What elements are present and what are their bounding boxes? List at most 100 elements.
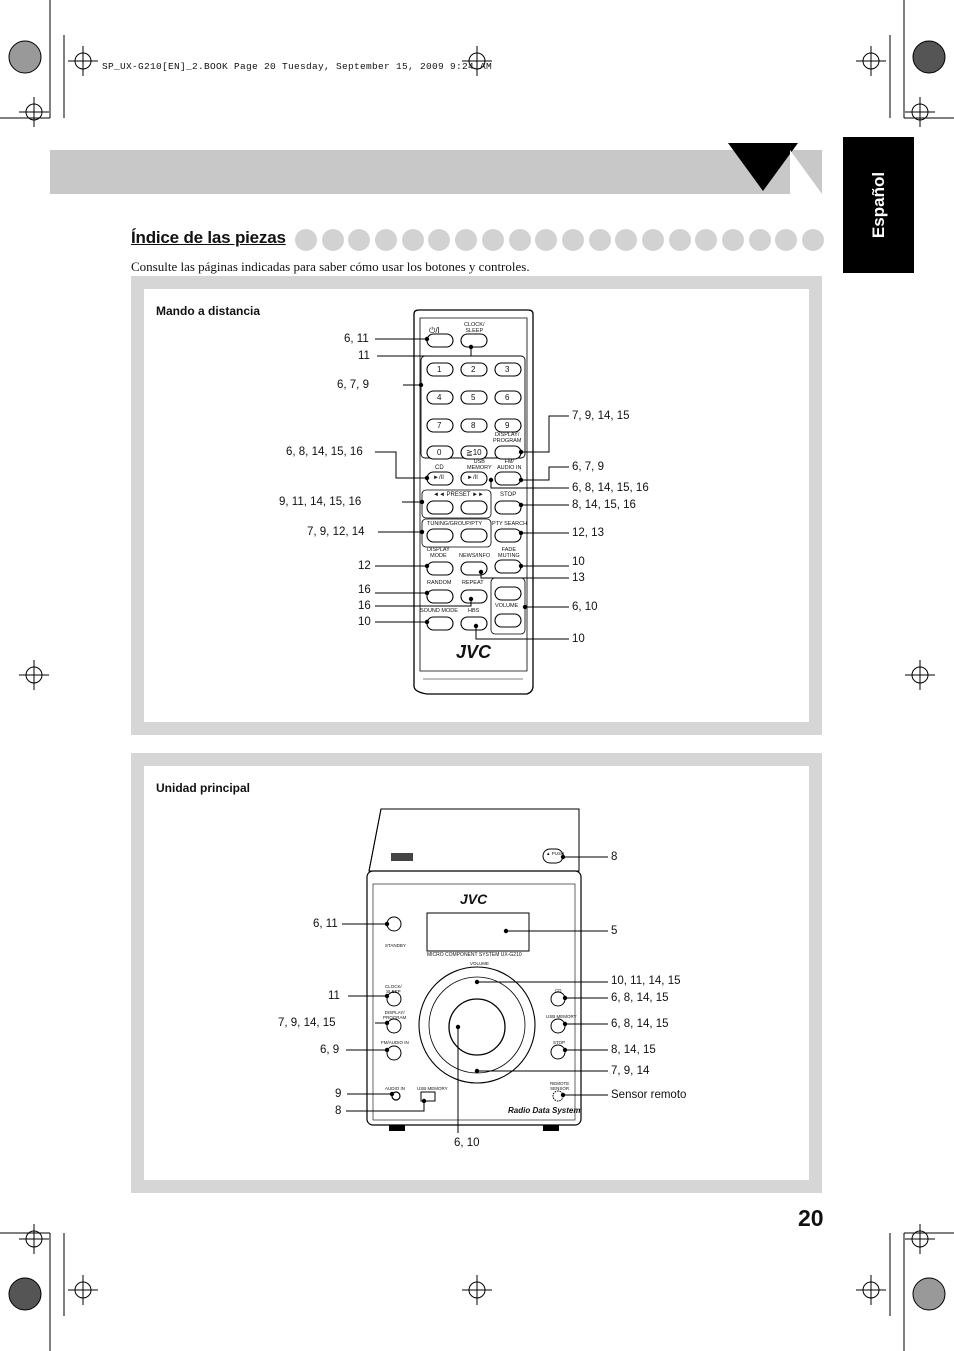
remote-digit-5[interactable]: 5 [471,393,476,402]
remote-pty-search-label: PTY SEARCH [492,521,528,527]
callout-r5: 12, 13 [572,527,604,539]
remote-digit-10plus[interactable]: ≧10 [466,448,482,457]
unit-callout-l4: 6, 9 [320,1044,340,1056]
callout-l5: 9, 11, 14, 15, 16 [279,496,362,508]
callout-l4: 6, 8, 14, 15, 16 [286,446,363,458]
callout-l1: 6, 11 [344,333,369,345]
callout-l7: 12 [358,560,371,572]
callout-l8: 16 [358,584,371,596]
main-unit-diagram [342,808,608,1133]
unit-fm-label: FM/AUDIO IN [381,1040,409,1045]
unit-callout-r7: 7, 9, 14 [611,1065,650,1077]
unit-callout-r6: 8, 14, 15 [611,1044,656,1056]
main-unit-panel-title: Unidad principal [156,781,251,795]
callout-r8: 6, 10 [572,601,598,613]
unit-eject-label: ▲ PUSH [546,851,565,856]
remote-callouts: 6, 11 11 6, 7, 9 6, 8, 14, 15, 16 9, 11,… [131,276,822,735]
callout-l10: 10 [358,616,371,628]
unit-usb-btn-label: USB MEMORY [546,1014,577,1019]
remote-display-program-2: PROGRAM [493,438,522,444]
remote-usb-label-2: MEMORY [467,465,492,471]
unit-usb-memory-label: USB MEMORY [417,1086,448,1091]
unit-callout-l5: 9 [335,1088,342,1100]
remote-digit-9[interactable]: 9 [505,421,510,430]
remote-digit-6[interactable]: 6 [505,393,510,402]
remote-display-mode-2: MODE [430,553,447,559]
unit-callout-r3: 10, 11, 14, 15 [611,975,681,987]
section-title: Índice de las piezas [131,228,286,247]
remote-display-mode-1: DISPLAY [427,547,450,553]
remote-digit-8[interactable]: 8 [471,421,476,430]
unit-callout-r2: 5 [611,925,618,937]
remote-digit-3[interactable]: 3 [505,365,510,374]
book-info-header: SP_UX-G210[EN]_2.BOOK Page 20 Tuesday, S… [102,61,493,72]
remote-display-program-1: DISPLAY/ [495,432,520,438]
remote-digit-7[interactable]: 7 [437,421,442,430]
unit-display-label-1: DISPLAY/ [384,1010,405,1015]
unit-callout-l3: 7, 9, 14, 15 [278,1017,336,1029]
remote-preset-label: ◄◄ PRESET ►► [433,492,484,498]
remote-cd-play-label: ►/II [433,475,444,481]
remote-repeat-label: REPEAT [462,580,484,586]
unit-callout-r4: 6, 8, 14, 15 [611,992,669,1004]
callout-l2: 11 [358,350,370,362]
main-unit-labels: JVC MICRO COMPONENT SYSTEM UX-G210 STAND… [131,753,822,1193]
callout-r6: 10 [572,556,585,568]
banner-corner [790,150,822,194]
remote-panel-title: Mando a distancia [156,304,261,318]
page-number: 20 [798,1205,824,1231]
callout-l6: 7, 9, 12, 14 [307,526,365,538]
remote-diagram [375,309,569,695]
remote-power-label: ⏻/I [429,326,440,335]
remote-fm-label-1: FM/ [504,459,514,465]
callout-r7: 13 [572,572,585,584]
unit-display-label-2: PROGRAM [383,1015,407,1020]
unit-callout-l1: 6, 11 [313,918,338,930]
callout-r1: 7, 9, 14, 15 [572,410,630,422]
unit-callout-r5: 6, 8, 14, 15 [611,1018,669,1030]
remote-digit-2[interactable]: 2 [471,365,476,374]
unit-standby-label: STANDBY [385,943,406,948]
remote-hbs-label: HBS [468,608,480,614]
unit-callout-l6: 8 [335,1105,342,1117]
remote-volume-label: VOLUME [495,603,519,609]
remote-news-label: NEWS/INFO [459,553,491,559]
remote-fade-2: MUTING [498,553,520,559]
remote-cd-label: CD [435,465,444,471]
unit-remote-sensor-1: REMOTE [550,1081,570,1086]
callout-l3: 6, 7, 9 [337,379,369,391]
section-banner [50,150,822,194]
remote-fade-1: FADE [501,547,517,553]
unit-rds-logo: Radio Data System [508,1106,581,1115]
unit-volume-label: VOLUME [470,961,490,966]
unit-model-text: MICRO COMPONENT SYSTEM UX-G210 [427,952,522,958]
unit-remote-sensor-2: SENSOR [550,1086,570,1091]
unit-callout-r8: Sensor remoto [611,1089,687,1101]
remote-clock-label-1: CLOCK/ [464,322,485,328]
unit-callout-l2: 11 [328,990,340,1002]
language-tab-label: Español [868,171,888,239]
remote-stop-label: STOP [500,492,517,498]
remote-random-label: RANDOM [427,580,452,586]
remote-digit-1[interactable]: 1 [437,365,442,374]
remote-digit-4[interactable]: 4 [437,393,442,402]
main-unit-panel: Unidad principal [131,753,822,1193]
callout-r3: 6, 8, 14, 15, 16 [572,482,649,494]
unit-cd-label: CD [555,988,562,993]
language-tab: Español [843,137,914,273]
unit-callout-r1: 8 [611,851,618,863]
callout-r2: 6, 7, 9 [572,461,604,473]
remote-tuning-label: TUNING/GROUP/PTY [427,521,483,527]
title-dots [295,229,825,251]
remote-usb-label-1: USB [473,459,485,465]
callout-l9: 16 [358,600,371,612]
main-unit-callouts: 6, 11 11 7, 9, 14, 15 6, 9 9 8 8 5 10, 1… [131,753,822,1193]
unit-clock-label-1: CLOCK/ [385,984,402,989]
remote-panel: Mando a distancia [131,276,822,735]
unit-audio-in-label: AUDIO IN [385,1086,406,1091]
remote-digit-0[interactable]: 0 [437,448,442,457]
remote-jvc-logo: JVC [456,642,492,662]
unit-callout-bottom: 6, 10 [454,1137,480,1149]
unit-stop-label: STOP [553,1040,566,1045]
